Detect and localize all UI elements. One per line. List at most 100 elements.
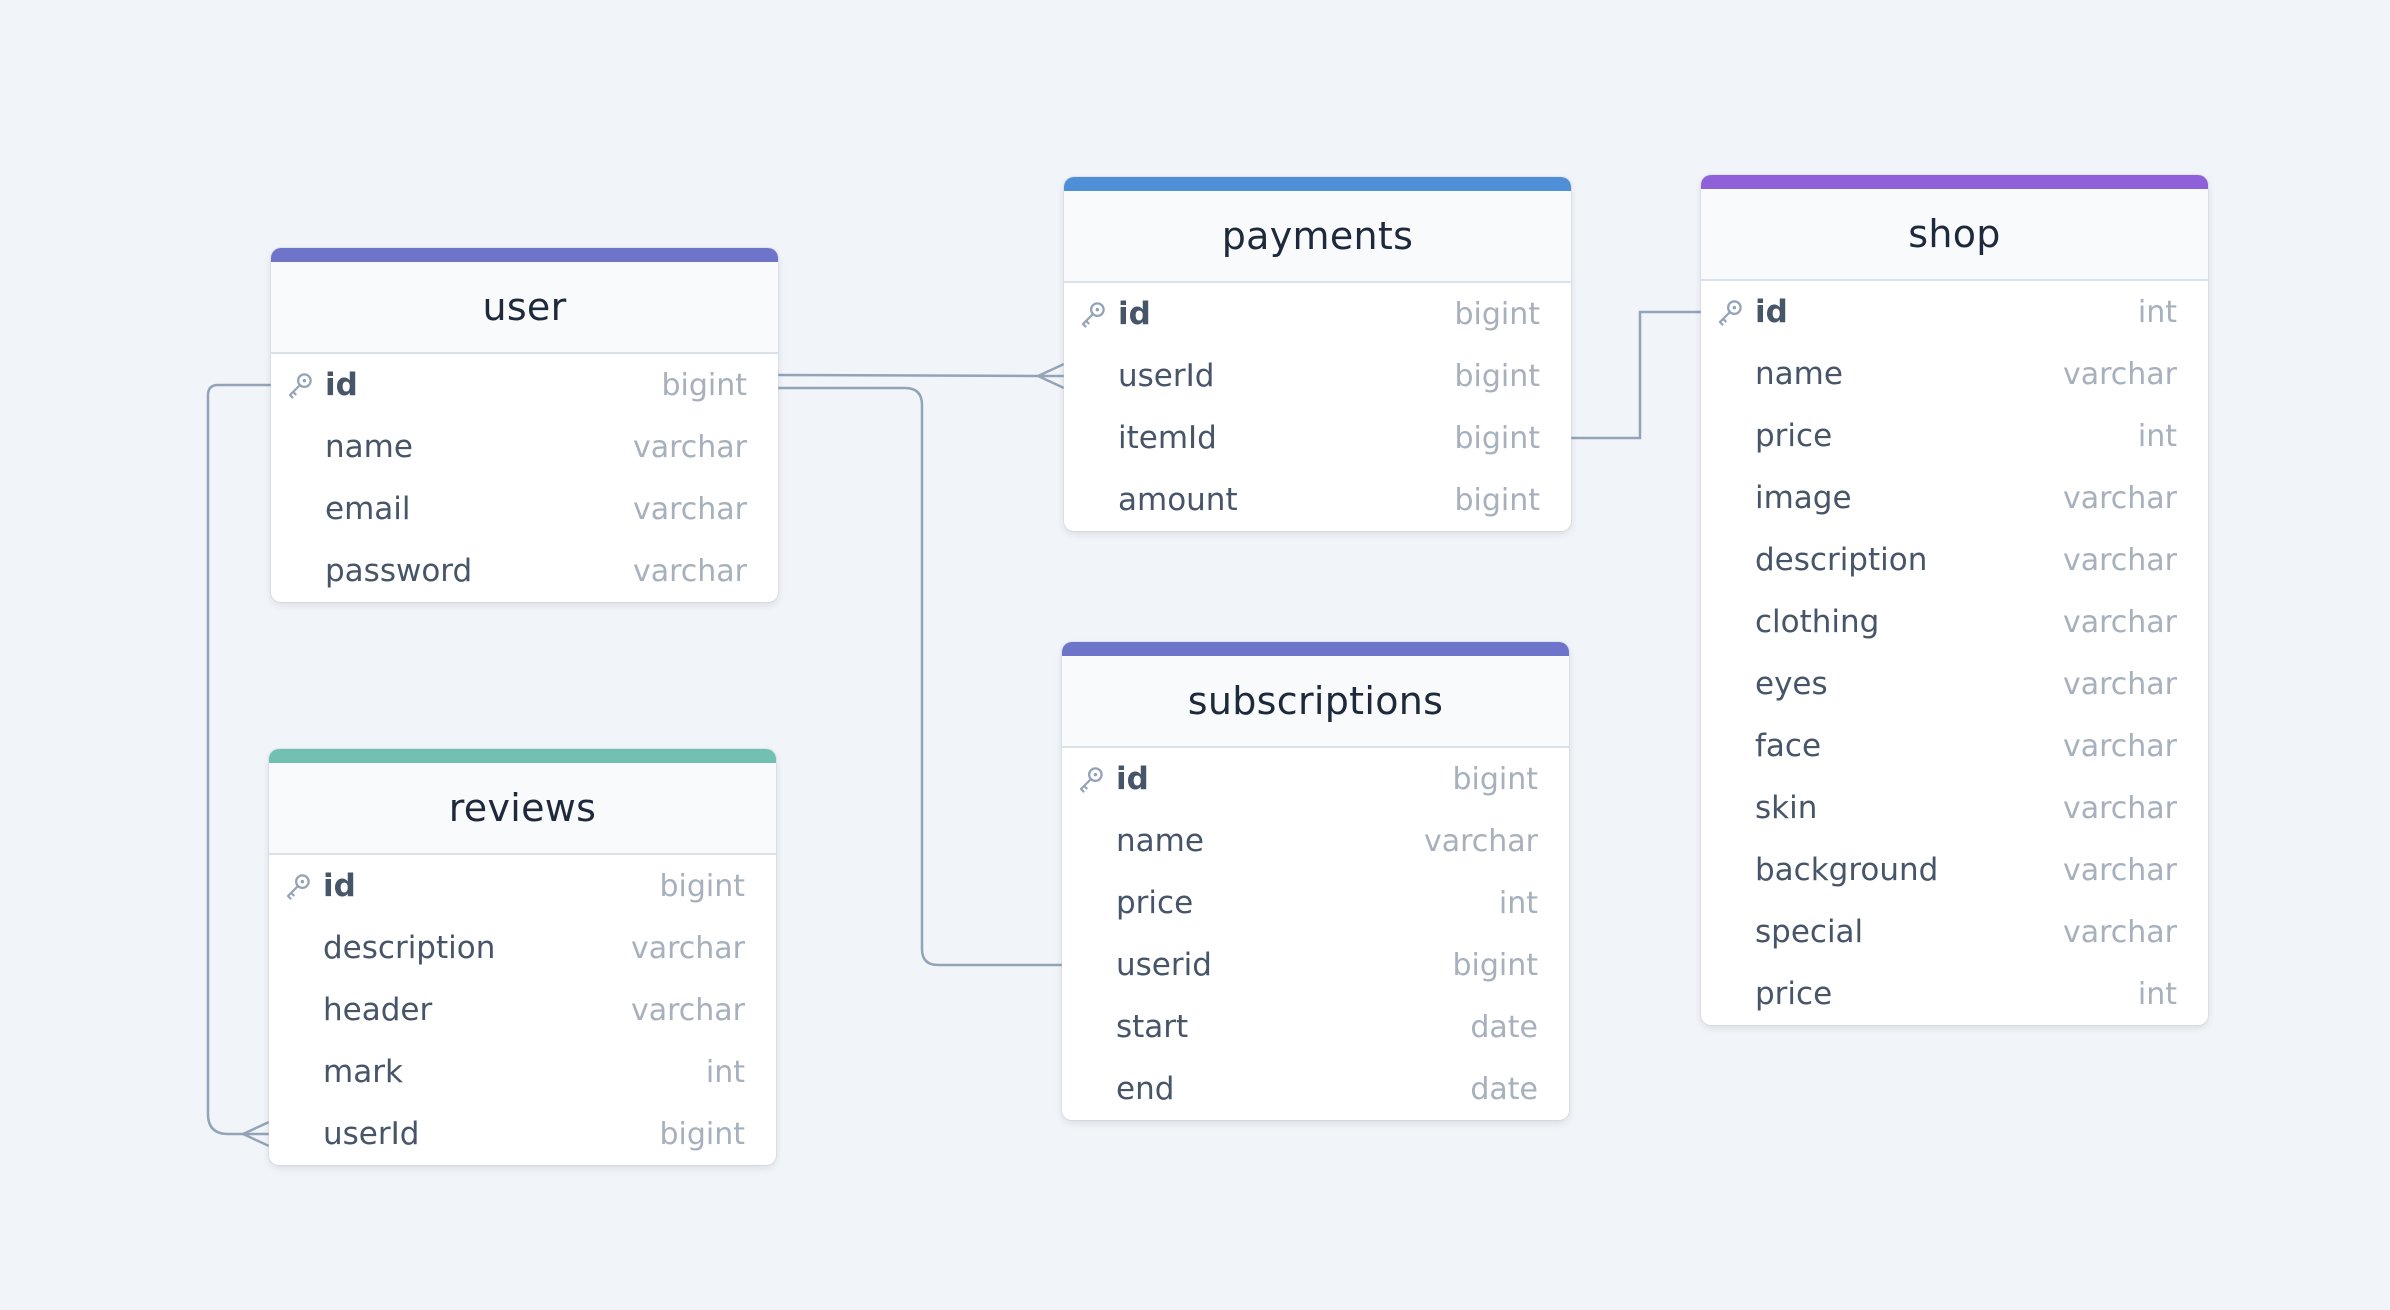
field-type: varchar	[2062, 604, 2177, 640]
field-name: email	[325, 491, 411, 527]
field-name: id	[1755, 294, 1788, 330]
edge-shop-payments	[1571, 310, 1701, 440]
field-row[interactable]: userId bigint	[1064, 345, 1571, 407]
field-type: varchar	[632, 491, 747, 527]
field-name: userId	[323, 1116, 420, 1152]
field-name: start	[1116, 1009, 1189, 1045]
field-row[interactable]: description varchar	[1701, 529, 2208, 591]
field-name: clothing	[1755, 604, 1880, 640]
table-title[interactable]: shop	[1701, 189, 2208, 281]
field-type: varchar	[2062, 542, 2177, 578]
field-name: price	[1116, 885, 1194, 921]
field-name: name	[325, 429, 413, 465]
field-type: varchar	[1423, 823, 1538, 859]
field-row[interactable]: email varchar	[271, 478, 778, 540]
field-type: bigint	[659, 868, 745, 904]
table-title[interactable]: reviews	[269, 763, 776, 855]
edge-user-reviews	[206, 383, 271, 1136]
field-row[interactable]: name varchar	[271, 416, 778, 478]
field-type: bigint	[1454, 482, 1540, 518]
field-row[interactable]: amount bigint	[1064, 469, 1571, 531]
field-name: mark	[323, 1054, 403, 1090]
field-name: description	[1755, 542, 1928, 578]
field-name: image	[1755, 480, 1852, 516]
field-name: price	[1755, 418, 1833, 454]
field-name: id	[325, 367, 358, 403]
field-type: varchar	[2062, 852, 2177, 888]
field-name: price	[1755, 976, 1833, 1012]
field-type: bigint	[659, 1116, 745, 1152]
field-type: varchar	[2062, 356, 2177, 392]
field-name: userId	[1118, 358, 1215, 394]
table-accent-bar	[1064, 177, 1571, 191]
table-accent-bar	[1701, 175, 2208, 189]
table-accent-bar	[271, 248, 778, 262]
field-name: eyes	[1755, 666, 1828, 702]
field-name: amount	[1118, 482, 1238, 518]
field-name: id	[1116, 761, 1149, 797]
key-icon	[285, 370, 315, 400]
field-row[interactable]: clothing varchar	[1701, 591, 2208, 653]
table-accent-bar	[1062, 642, 1569, 656]
field-type: varchar	[2062, 728, 2177, 764]
field-type: varchar	[2062, 790, 2177, 826]
field-row[interactable]: skin varchar	[1701, 777, 2208, 839]
crowfoot-payments	[1037, 362, 1065, 390]
field-type: varchar	[630, 930, 745, 966]
table-accent-bar	[269, 749, 776, 763]
field-name: description	[323, 930, 496, 966]
table-title[interactable]: subscriptions	[1062, 656, 1569, 748]
field-name: itemId	[1118, 420, 1217, 456]
field-type: bigint	[1454, 358, 1540, 394]
field-row[interactable]: id bigint	[271, 354, 778, 416]
field-type: varchar	[632, 553, 747, 589]
key-icon	[1078, 299, 1108, 329]
field-name: face	[1755, 728, 1822, 764]
field-name: id	[1118, 296, 1151, 332]
field-row[interactable]: userId bigint	[269, 1103, 776, 1165]
field-row[interactable]: description varchar	[269, 917, 776, 979]
field-type: varchar	[2062, 666, 2177, 702]
table-title[interactable]: payments	[1064, 191, 1571, 283]
field-row[interactable]: eyes varchar	[1701, 653, 2208, 715]
field-row[interactable]: name varchar	[1701, 343, 2208, 405]
field-type: bigint	[661, 367, 747, 403]
table-title[interactable]: user	[271, 262, 778, 354]
edge-user-payments	[777, 373, 1039, 378]
field-name: background	[1755, 852, 1939, 888]
field-name: name	[1755, 356, 1843, 392]
field-name: skin	[1755, 790, 1818, 826]
field-type: varchar	[630, 992, 745, 1028]
field-row[interactable]: face varchar	[1701, 715, 2208, 777]
field-name: special	[1755, 914, 1864, 950]
field-type: varchar	[632, 429, 747, 465]
field-row[interactable]: background varchar	[1701, 839, 2208, 901]
field-name: id	[323, 868, 356, 904]
field-type: date	[1470, 1071, 1538, 1107]
field-row[interactable]: price int	[1701, 963, 2208, 1025]
field-type: int	[2137, 976, 2177, 1012]
crowfoot-reviews	[242, 1120, 270, 1148]
field-row[interactable]: id bigint	[269, 855, 776, 917]
